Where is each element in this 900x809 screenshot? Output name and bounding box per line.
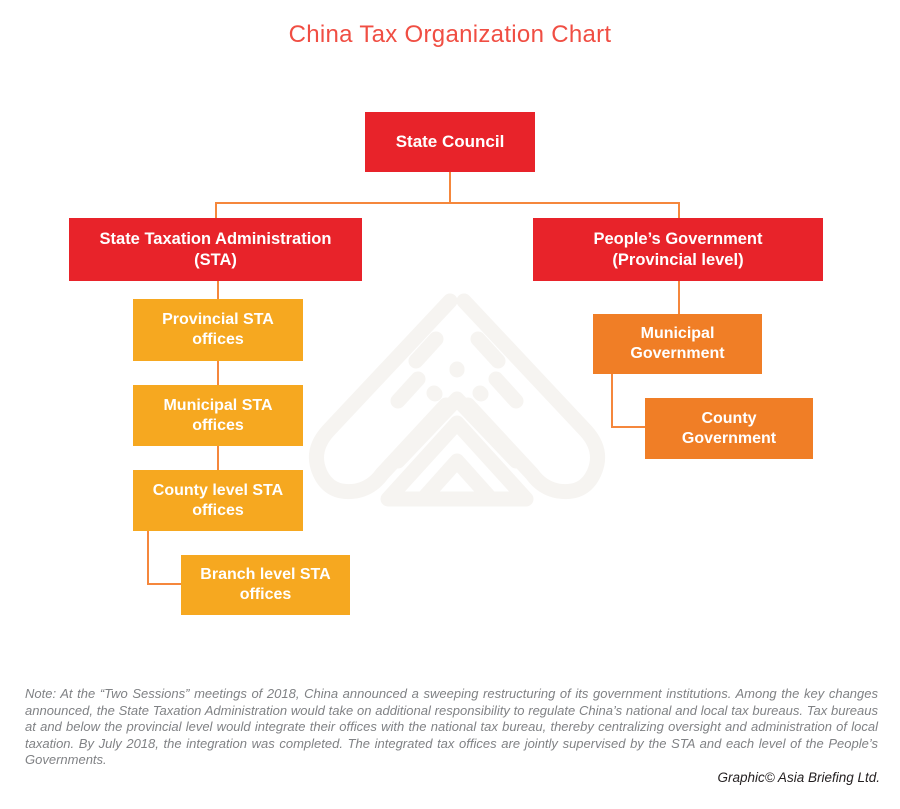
- node-state-taxation-administration: State Taxation Administration (STA): [69, 218, 362, 281]
- connector-line: [215, 202, 680, 204]
- connector-line: [678, 202, 680, 218]
- asia-briefing-watermark-logo: [308, 293, 606, 507]
- connector-line: [147, 583, 181, 585]
- node-label: Provincial STA offices: [162, 311, 274, 348]
- node-label: County level STA offices: [152, 481, 284, 519]
- node-label: State Taxation Administration (STA): [99, 229, 332, 269]
- connector-line: [217, 446, 219, 470]
- connector-line: [215, 202, 217, 218]
- credit-line: Graphic© Asia Briefing Ltd.: [717, 770, 880, 785]
- connector-line: [217, 281, 219, 299]
- connector-line: [449, 172, 451, 203]
- node-label: Municipal STA offices: [163, 396, 273, 434]
- node-label: Branch level STA offices: [200, 566, 331, 603]
- node-county-government: County Government: [645, 398, 813, 459]
- node-label: County Government: [681, 409, 777, 447]
- connector-line: [147, 531, 149, 585]
- node-label: State Council: [395, 132, 505, 152]
- page-title: China Tax Organization Chart: [288, 21, 612, 48]
- connector-line: [611, 374, 613, 428]
- node-county-level-sta-offices: County level STA offices: [133, 470, 303, 531]
- node-provincial-sta-offices: Provincial STA offices: [133, 299, 303, 361]
- node-municipal-government: Municipal Government: [593, 314, 762, 374]
- node-label: People’s Government (Provincial level): [593, 229, 763, 269]
- connector-line: [678, 281, 680, 314]
- node-branch-level-sta-offices: Branch level STA offices: [181, 555, 350, 615]
- connector-line: [611, 426, 645, 428]
- node-peoples-government: People’s Government (Provincial level): [533, 218, 823, 281]
- footnote: Note: At the “Two Sessions” meetings of …: [25, 686, 878, 767]
- node-municipal-sta-offices: Municipal STA offices: [133, 385, 303, 446]
- connector-line: [217, 361, 219, 385]
- node-state-council: State Council: [365, 112, 535, 172]
- node-label: Municipal Government: [630, 325, 725, 362]
